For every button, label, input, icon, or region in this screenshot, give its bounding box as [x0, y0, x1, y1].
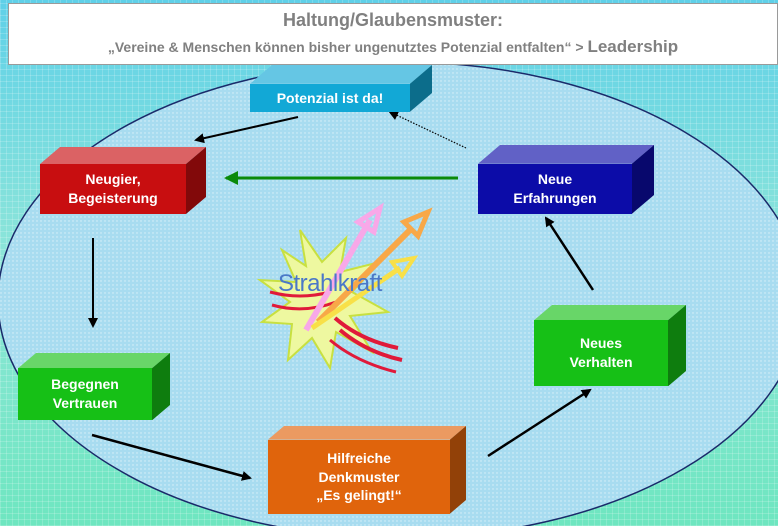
header-subtitle-text: „Vereine & Menschen können bisher ungenu…	[107, 39, 588, 55]
box-front: Hilfreiche Denkmuster „Es gelingt!“	[268, 439, 450, 514]
box-label: Hilfreiche Denkmuster „Es gelingt!“	[316, 449, 402, 504]
header-subtitle: „Vereine & Menschen können bisher ungenu…	[9, 37, 777, 57]
box-front: Begegnen Vertrauen	[18, 367, 152, 420]
box-front: Neues Verhalten	[534, 319, 668, 386]
node-begegnen: Begegnen Vertrauen	[18, 352, 170, 420]
header-subtitle-emphasis: Leadership	[587, 37, 679, 56]
box-label: Neue Erfahrungen	[513, 171, 597, 206]
node-neues-verhalten: Neues Verhalten	[534, 304, 686, 386]
box-3d-faces	[268, 426, 466, 514]
box-label: Potenzial ist da!	[276, 89, 384, 106]
box-label: Neues Verhalten	[569, 335, 633, 370]
node-neue-erfahrungen: Neue Erfahrungen	[478, 145, 654, 214]
box-3d-faces	[40, 147, 206, 214]
arrow-verhalten-to-erfahrungen	[544, 216, 595, 291]
node-hilfreiche: Hilfreiche Denkmuster „Es gelingt!“	[268, 426, 466, 514]
header-box: Haltung/Glaubensmuster: „Vereine & Mensc…	[8, 3, 778, 65]
box-3d-faces	[18, 352, 170, 420]
arrow-erfahrungen-to-potenzial	[388, 110, 467, 149]
node-potenzial: Potenzial ist da!	[250, 65, 432, 112]
box-3d-faces	[250, 65, 432, 112]
node-neugier: Neugier, Begeisterung	[40, 147, 206, 214]
box-front: Potenzial ist da!	[250, 83, 410, 112]
arrow-potenzial-to-neugier	[194, 116, 299, 144]
box-label: Begegnen Vertrauen	[51, 376, 119, 411]
box-3d-faces	[534, 304, 686, 386]
box-3d-faces	[478, 145, 654, 214]
box-front: Neue Erfahrungen	[478, 163, 632, 214]
center-label: Strahlkraft	[278, 270, 382, 297]
arrow-hilfreiche-to-verhalten	[487, 388, 592, 458]
box-label: Neugier, Begeisterung	[68, 171, 158, 206]
starburst-icon	[256, 202, 433, 374]
header-title: Haltung/Glaubensmuster:	[282, 10, 504, 30]
arrow-begegnen-to-hilfreiche	[91, 433, 252, 481]
box-front: Neugier, Begeisterung	[40, 164, 186, 214]
